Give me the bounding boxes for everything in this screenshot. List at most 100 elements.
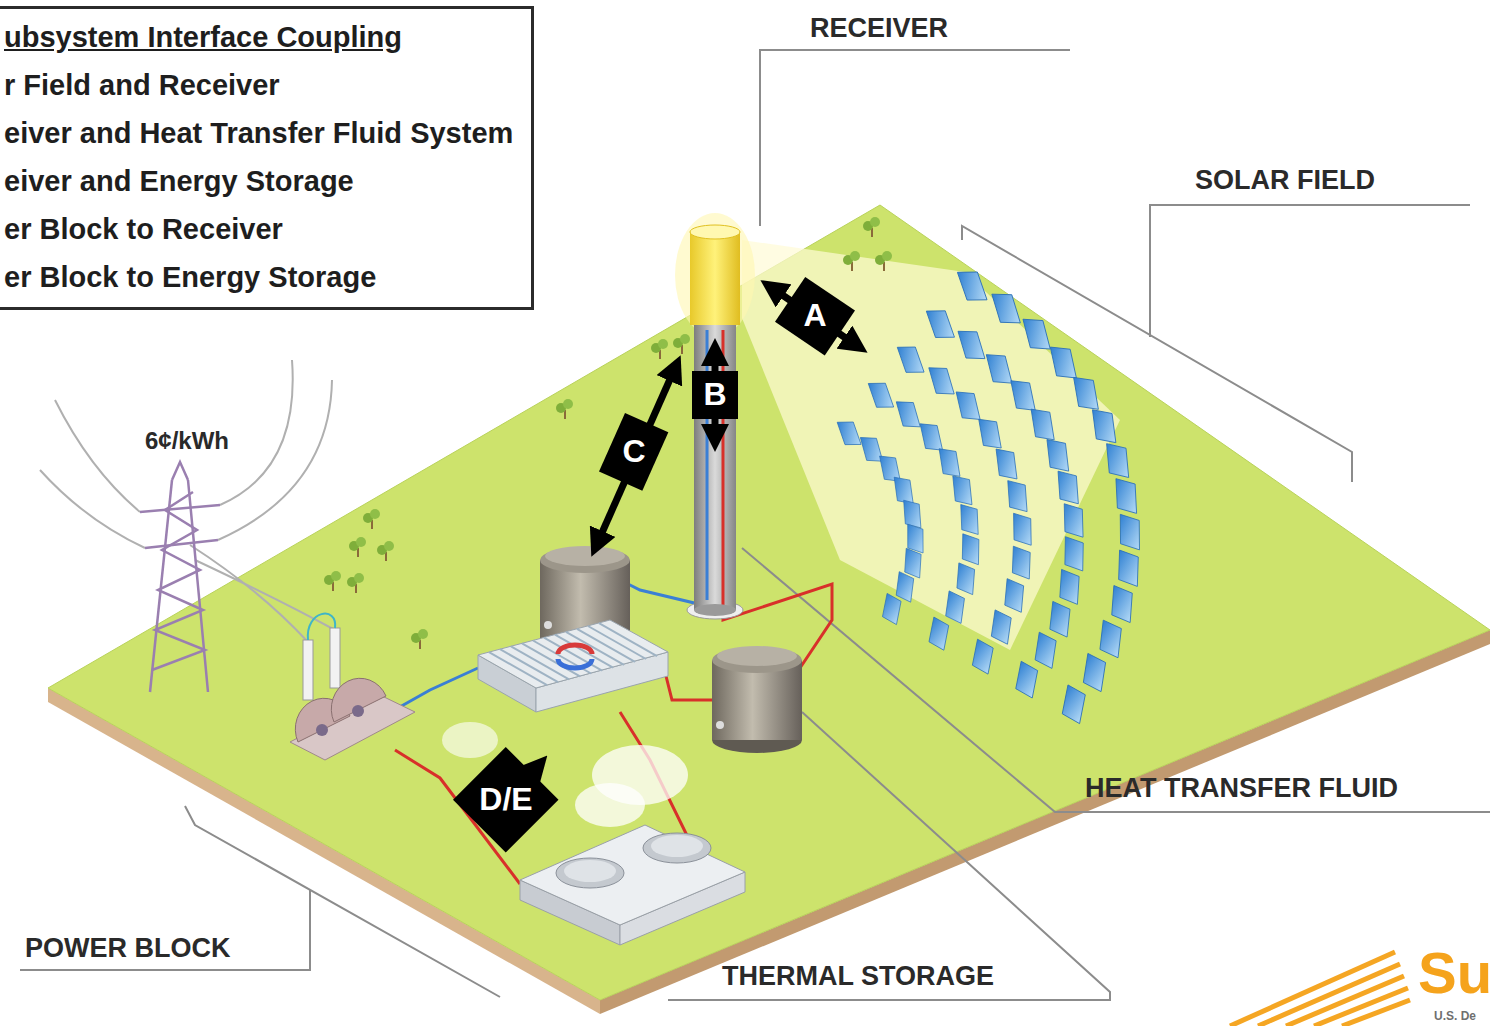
tree-crown <box>658 339 668 349</box>
callout-box: B <box>692 371 738 419</box>
callout-fill <box>692 371 738 419</box>
heliostat <box>860 433 882 465</box>
heliostat <box>1074 374 1099 412</box>
tree <box>843 251 860 271</box>
heliostat <box>958 326 985 364</box>
bracket <box>185 806 500 997</box>
legend-item: eiver and Heat Transfer Fluid System <box>4 109 513 157</box>
leader-line <box>20 890 310 970</box>
pylon-arm <box>145 540 218 548</box>
heliostat <box>971 639 994 674</box>
heliostat <box>1064 503 1083 537</box>
heliostat <box>957 563 976 595</box>
heliostat <box>1004 579 1024 613</box>
pylon-bracing <box>152 492 205 670</box>
exchanger-fin <box>555 635 613 668</box>
turbine-hub <box>316 724 328 736</box>
heliostat <box>1059 569 1079 604</box>
insulator <box>330 628 340 688</box>
ground <box>48 205 1490 1000</box>
tree <box>673 334 690 354</box>
pylon-leg <box>188 480 208 692</box>
tree <box>556 399 573 419</box>
leader-line <box>1150 205 1470 337</box>
heliostat <box>1034 632 1057 668</box>
leader-line <box>760 50 1070 226</box>
receiver-glow <box>675 213 755 337</box>
heliostat <box>1058 470 1078 505</box>
callout-letter: D/E <box>479 782 532 817</box>
heliostat <box>1008 479 1027 512</box>
exchanger-fin <box>489 652 547 685</box>
exchanger-fins <box>489 623 657 685</box>
heliostat <box>945 591 965 624</box>
heliostat <box>1092 407 1115 445</box>
fan <box>556 858 624 888</box>
heliostat <box>868 378 893 412</box>
heliostat <box>979 416 1001 451</box>
heliostat <box>1012 546 1030 579</box>
label-holder: THERMAL STORAGE <box>722 962 994 992</box>
label-holder: SOLAR FIELD <box>1195 166 1375 196</box>
part-label: RECEIVER <box>810 13 948 43</box>
heliostat <box>1061 685 1086 724</box>
price-label: 6¢/kWh <box>145 427 229 454</box>
power-line <box>220 360 293 505</box>
heliostat <box>926 305 954 343</box>
fan <box>643 833 711 863</box>
tree-crown <box>563 399 573 409</box>
callout-letter: B <box>703 377 726 412</box>
insulator <box>303 640 313 700</box>
tank-dome <box>717 646 797 666</box>
logo-ray <box>1286 976 1404 1026</box>
part-label: POWER BLOCK <box>25 933 231 963</box>
tree-crown <box>370 509 380 519</box>
part-label: HEAT TRANSFER FLUID <box>1085 773 1398 803</box>
cold-pipe <box>706 330 709 600</box>
fan <box>564 860 616 882</box>
part-label: THERMAL STORAGE <box>722 961 994 991</box>
heliostat <box>896 572 915 603</box>
legend-item: r Field and Receiver <box>4 61 513 109</box>
exchanger-fin <box>544 638 602 671</box>
leader-line <box>742 548 1490 812</box>
receiver <box>690 232 740 325</box>
heliostat <box>1118 550 1138 586</box>
heliostat <box>1082 653 1106 691</box>
logo-ray <box>1258 964 1400 1026</box>
label-holder: 6¢/kWh <box>145 428 229 454</box>
heliostat <box>904 499 921 529</box>
callout-letter: A <box>803 298 826 333</box>
heliostat <box>1023 314 1050 353</box>
legend-heading: ubsystem Interface Coupling <box>4 13 513 61</box>
label-holder: POWER BLOCK <box>25 934 231 964</box>
heliostat <box>939 446 960 479</box>
tree-crown <box>384 541 394 551</box>
callout-box: D/E <box>453 747 559 853</box>
tree <box>377 541 394 561</box>
heliostat <box>897 342 924 378</box>
tree <box>411 629 428 649</box>
part-label: SOLAR FIELD <box>1195 165 1375 195</box>
heliostat <box>953 474 972 506</box>
cycle-icon <box>558 659 592 668</box>
power-line <box>218 380 332 540</box>
fan <box>651 835 703 857</box>
callout-fill <box>599 413 668 491</box>
label-holder: RECEIVER <box>810 14 948 44</box>
cycle-icon <box>558 645 592 654</box>
tower-foot <box>694 604 736 616</box>
heliostat <box>837 417 861 449</box>
legend-item: eiver and Energy Storage <box>4 157 513 205</box>
steam <box>575 783 645 827</box>
heliostat <box>986 350 1012 387</box>
legend-item: er Block to Receiver <box>4 205 513 253</box>
exchanger-fin <box>599 623 657 656</box>
tank-top <box>712 647 802 673</box>
tree <box>875 251 892 271</box>
heliostat <box>929 363 954 399</box>
power-line <box>55 400 140 512</box>
tank-valve <box>544 621 552 629</box>
heliostat <box>957 266 987 306</box>
